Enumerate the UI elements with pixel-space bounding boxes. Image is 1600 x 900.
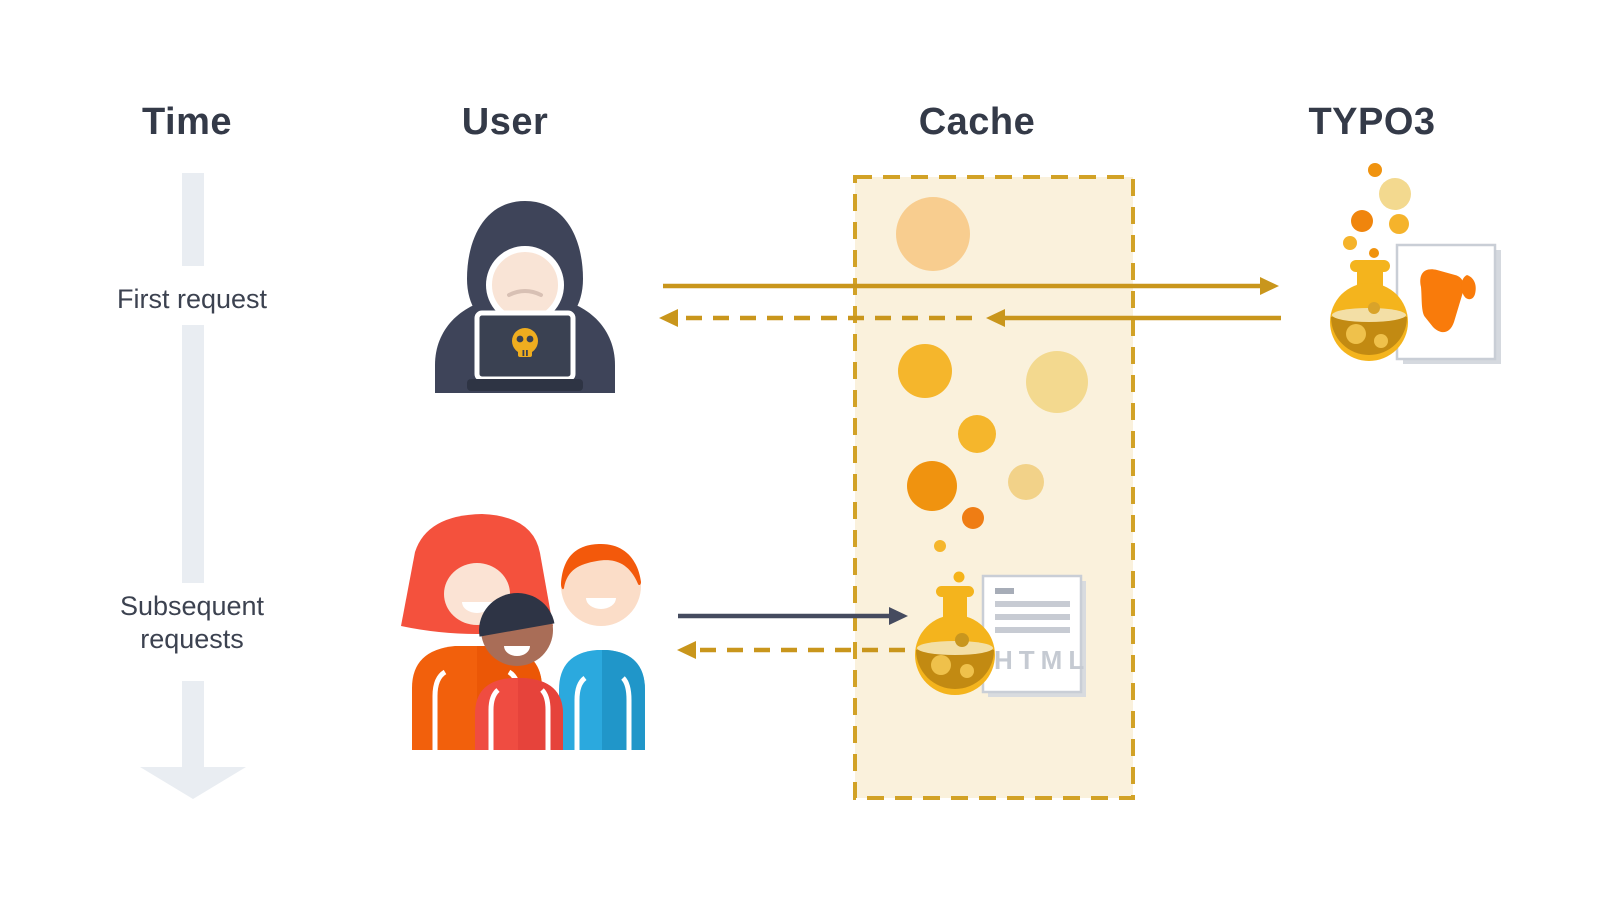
column-header-cache: Cache (918, 101, 1036, 143)
arrow-first-request (663, 277, 1279, 295)
column-header-user: User (461, 101, 549, 143)
label-first-request: First request (116, 284, 268, 314)
column-header-typo3: TYPO3 (1308, 101, 1436, 143)
arrow-first-response-dashed (659, 309, 972, 327)
typo3-logo-icon (1420, 269, 1476, 333)
cache-bubbles-icon (896, 197, 1088, 552)
html-label: HTML (994, 645, 1090, 675)
timeline-arrow (140, 173, 246, 799)
hacker-user-icon (435, 201, 615, 393)
arrow-subsequent-response-dashed (677, 641, 905, 659)
cache-boundary (853, 175, 1135, 800)
column-header-time: Time (141, 101, 232, 143)
html-document (981, 574, 1083, 694)
users-group-icon (401, 514, 645, 750)
arrow-typo3-response (986, 309, 1281, 327)
label-subsequent-requests: Subsequent requests (119, 591, 265, 654)
cached-page-icon: HTML (915, 571, 1090, 697)
arrow-subsequent-request (678, 607, 908, 625)
skull-icon (512, 328, 538, 357)
typo3-flask-icon (1330, 163, 1501, 364)
